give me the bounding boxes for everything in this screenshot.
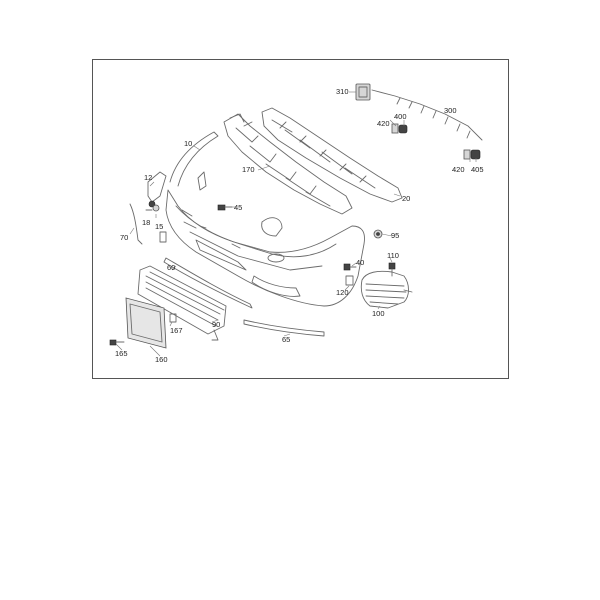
lower-trim <box>163 257 253 309</box>
screw-165 <box>109 339 125 346</box>
callout-110: 110 <box>387 251 399 260</box>
clip-167 <box>169 313 177 323</box>
callout-100: 100 <box>372 309 385 318</box>
callouts: 310 300 400 420 420 405 10 170 20 12 45 … <box>115 87 484 364</box>
side-grille <box>360 270 413 309</box>
license-plate-bracket <box>125 297 167 349</box>
callout-160: 160 <box>155 355 168 364</box>
callout-15: 15 <box>155 222 163 231</box>
bumper-carrier <box>223 113 353 215</box>
screw-45 <box>217 204 233 211</box>
mount-bracket <box>159 231 167 243</box>
callout-90: 90 <box>212 320 220 329</box>
clip-95 <box>373 229 383 239</box>
wiring-harness <box>371 89 483 141</box>
callout-12: 12 <box>144 173 152 182</box>
callout-400: 400 <box>394 112 407 121</box>
callout-420-left: 420 <box>377 119 390 128</box>
screw-110 <box>388 262 396 277</box>
parking-sensor-left <box>391 123 408 134</box>
callout-170: 170 <box>242 165 255 174</box>
callout-20: 20 <box>402 194 410 203</box>
impact-absorber <box>261 107 403 203</box>
callout-420-right: 420 <box>452 165 465 174</box>
callout-10: 10 <box>184 139 192 148</box>
callout-18: 18 <box>142 218 150 227</box>
callout-310: 310 <box>336 87 349 96</box>
callout-60: 60 <box>167 263 175 272</box>
callout-165: 165 <box>115 349 128 358</box>
callout-167: 167 <box>170 326 183 335</box>
callout-405: 405 <box>471 165 484 174</box>
callout-95: 95 <box>391 231 399 240</box>
side-bracket <box>147 171 167 208</box>
parking-sensor-right <box>463 149 481 160</box>
callout-70: 70 <box>120 233 128 242</box>
callout-120: 120 <box>336 288 349 297</box>
center-grille <box>137 265 227 341</box>
bracket-120 <box>345 275 354 286</box>
callout-45: 45 <box>234 203 242 212</box>
leader-lines <box>115 91 477 357</box>
screw-40 <box>343 263 357 271</box>
trim-strip-side <box>129 203 143 245</box>
callout-65: 65 <box>282 335 290 344</box>
clip <box>145 204 160 212</box>
connector-bracket <box>355 83 371 101</box>
callout-300: 300 <box>444 106 457 115</box>
lower-strip <box>243 319 325 337</box>
bumper-cover <box>165 131 365 307</box>
callout-40: 40 <box>356 258 364 267</box>
